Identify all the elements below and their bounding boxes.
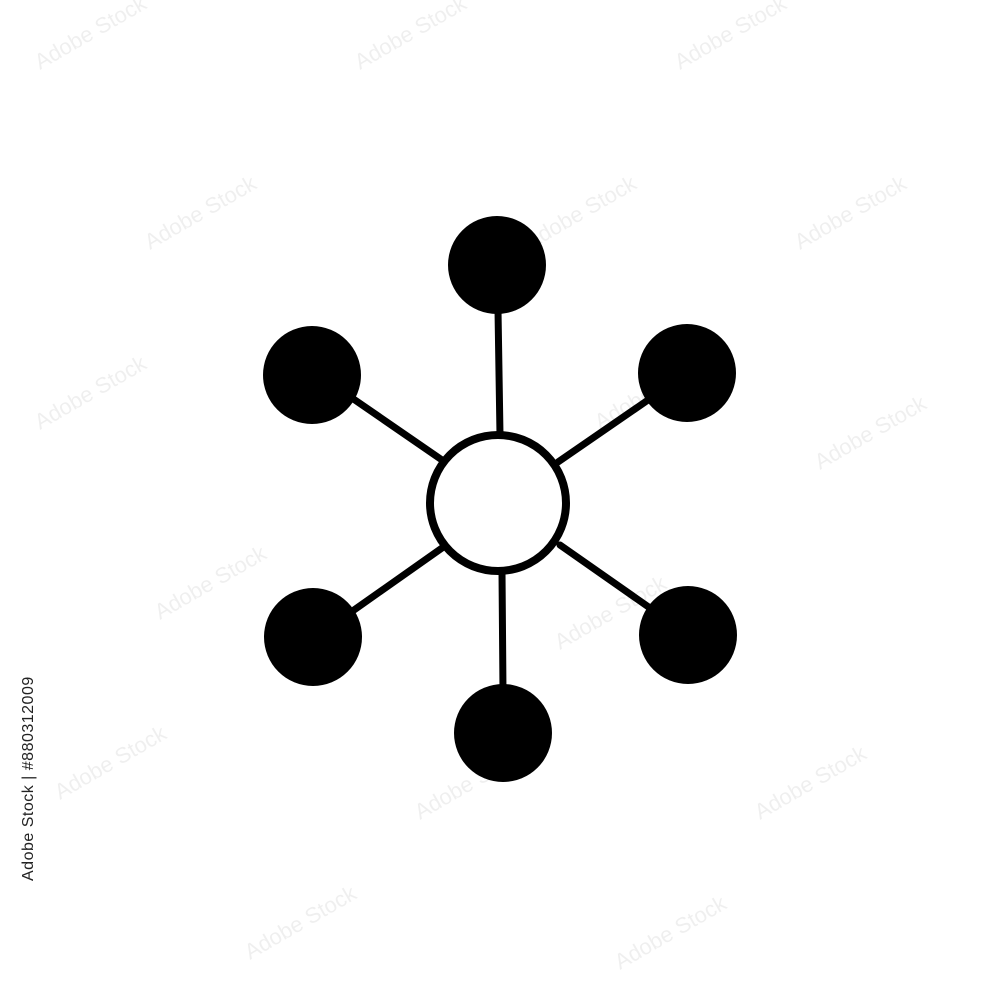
spoke-top-left (348, 394, 446, 464)
spoke-bottom-left (350, 544, 446, 614)
watermark-text: Adobe Stock (30, 0, 151, 74)
hub-circle (426, 431, 570, 575)
spoke-lines (348, 306, 654, 696)
spoke-bottom (498, 568, 507, 696)
node-bottom-left (264, 588, 362, 686)
watermark-text: Adobe Stock (810, 390, 931, 475)
spoke-top-right (554, 396, 652, 466)
watermark-text: Adobe Stock (750, 740, 871, 825)
stock-id-label: Adobe Stock | #880312009 (20, 676, 37, 881)
node-top (448, 216, 546, 314)
spoke-top (494, 306, 504, 439)
watermark-text: Adobe Stock (670, 0, 791, 74)
node-bottom-right (639, 586, 737, 684)
node-top-right (638, 324, 736, 422)
watermark-text: Adobe Stock (610, 890, 731, 975)
node-circles (263, 216, 737, 782)
node-top-left (263, 326, 361, 424)
watermark-text: Adobe Stock (150, 540, 271, 625)
watermark-text: Adobe Stock (140, 170, 261, 255)
watermark-text: Adobe Stock (50, 720, 171, 805)
watermark-text: Adobe Stock (350, 0, 471, 74)
watermark-text: Adobe Stock (790, 170, 911, 255)
node-bottom (454, 684, 552, 782)
watermark-text: Adobe Stock (240, 880, 361, 965)
spoke-bottom-right (556, 541, 654, 612)
watermark-text: Adobe Stock (30, 350, 151, 435)
